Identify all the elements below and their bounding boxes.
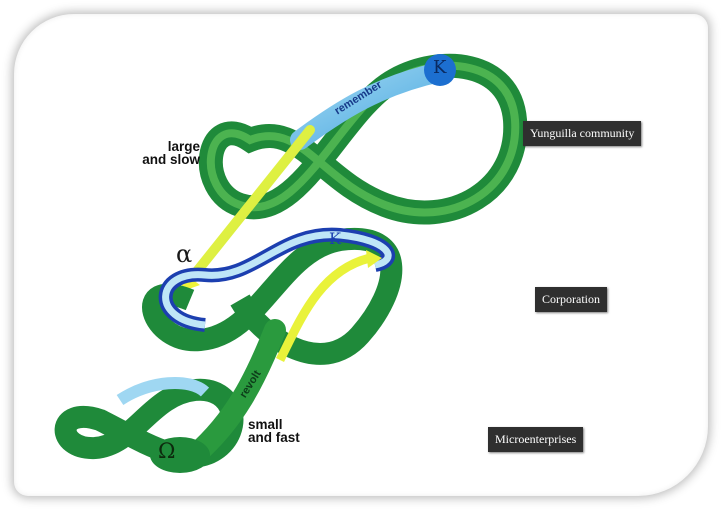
label-small-fast: small and fast bbox=[248, 417, 300, 445]
label-and-fast: and fast bbox=[248, 430, 300, 445]
level-box-corporation: Corporation bbox=[535, 287, 607, 312]
symbol-k-top: K bbox=[433, 57, 447, 78]
label-large: large bbox=[167, 139, 200, 154]
symbol-omega: Ω bbox=[158, 439, 176, 463]
level-box-microenterprises: Microenterprises bbox=[488, 427, 584, 452]
bottom-loop bbox=[54, 319, 286, 473]
middle-loop bbox=[142, 227, 403, 365]
label-small: small bbox=[248, 417, 283, 432]
symbol-alpha: α bbox=[176, 240, 193, 268]
top-loop bbox=[198, 53, 528, 225]
label-large-slow: large and slow bbox=[120, 139, 200, 167]
symbol-k-middle: K bbox=[329, 229, 341, 248]
k-node-top bbox=[424, 54, 456, 86]
level-box-yunguilla: Yunguilla community bbox=[523, 121, 642, 146]
label-and-slow: and slow bbox=[142, 152, 200, 167]
